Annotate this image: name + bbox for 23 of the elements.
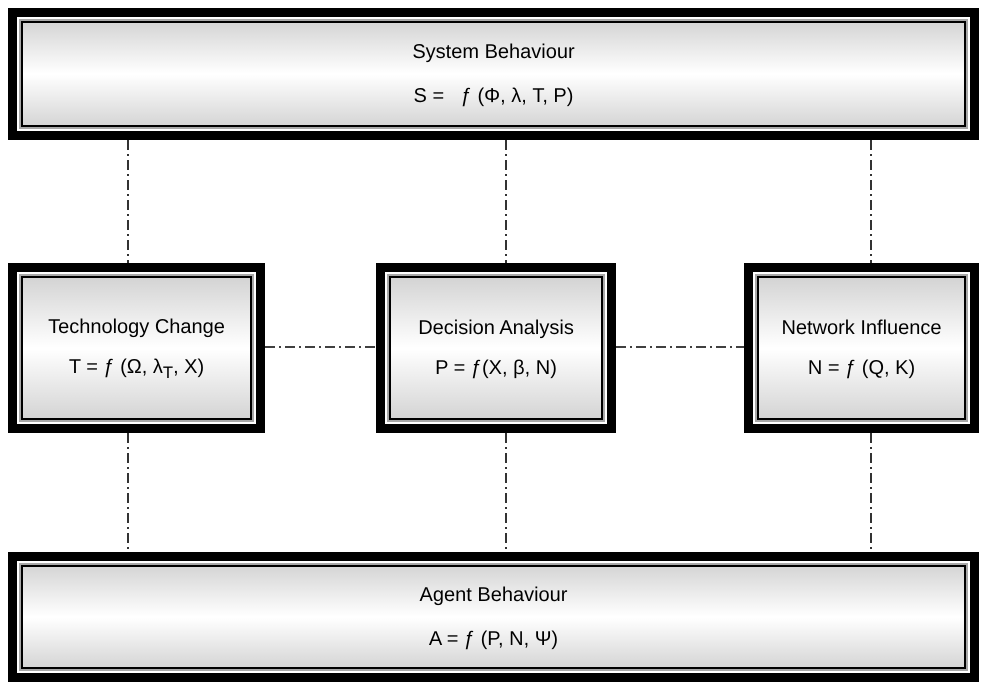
formula: S = ƒ (Φ, λ, T, P) <box>414 84 574 109</box>
formula: T = ƒ (Ω, λ$_{T}$, X) <box>68 354 204 384</box>
formula: N = ƒ (Q, K) <box>808 356 916 381</box>
connector-line <box>505 433 507 552</box>
formula: A = ƒ (P, N, Ψ) <box>428 627 558 652</box>
formula: P = ƒ(X, β, N) <box>435 356 557 381</box>
box-title: Decision Analysis <box>418 316 574 341</box>
process-box <box>8 8 979 140</box>
connector-line <box>870 433 872 552</box>
box-title: Agent Behaviour <box>420 583 568 608</box>
process-box <box>376 263 616 433</box>
process-box <box>8 552 979 682</box>
box-title: Technology Change <box>48 314 225 340</box>
connector-line <box>127 140 129 263</box>
connector-line <box>265 346 376 348</box>
process-box <box>744 263 979 433</box>
process-box <box>8 263 265 433</box>
connector-line <box>127 433 129 552</box>
connector-line <box>870 140 872 263</box>
connector-line <box>616 346 744 348</box>
box-title: System Behaviour <box>412 40 575 65</box>
box-title: Network Influence <box>781 316 942 341</box>
connector-line <box>505 140 507 263</box>
